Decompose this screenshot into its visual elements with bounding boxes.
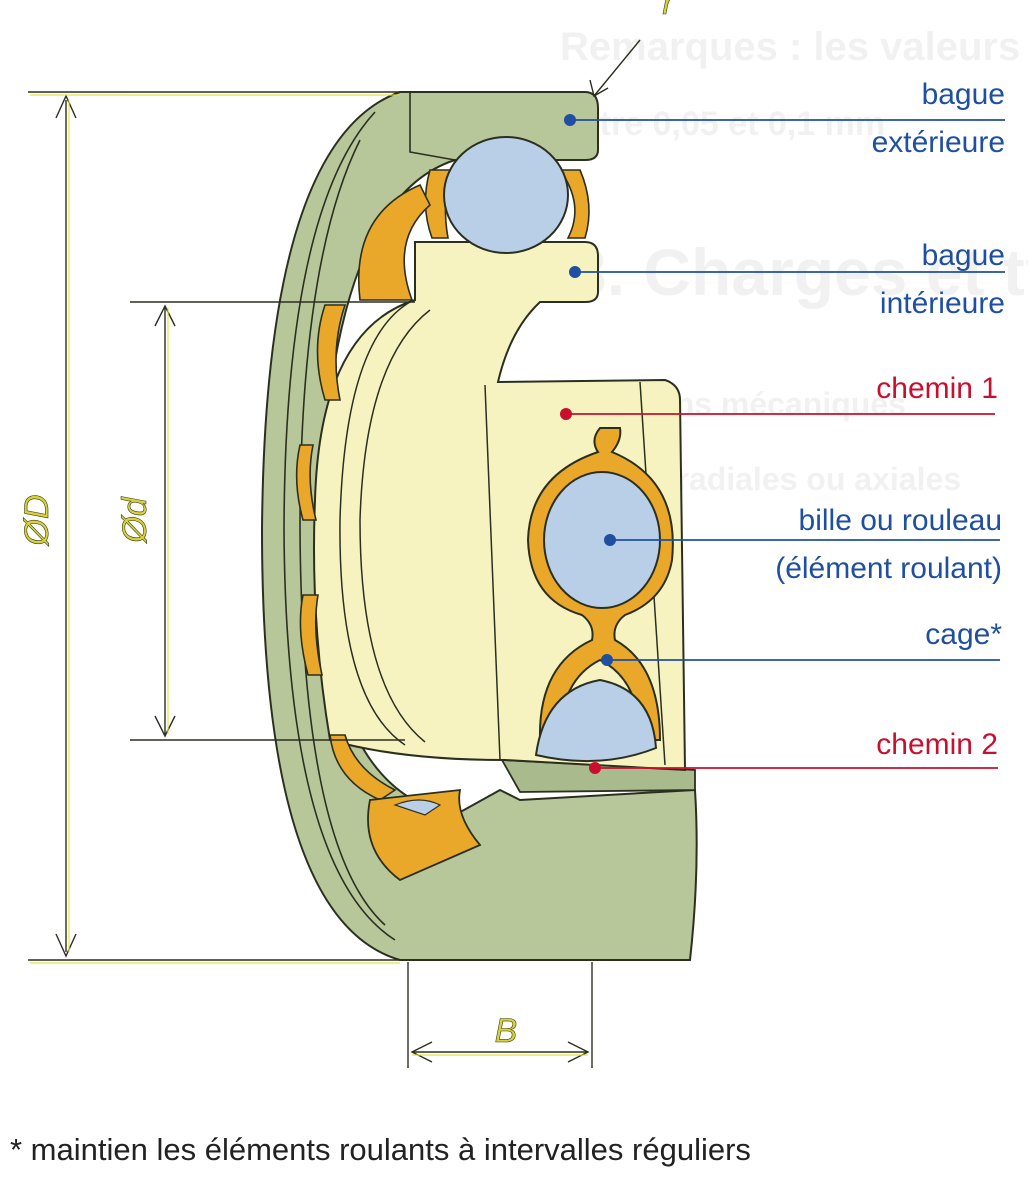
dimension-lines-highlight xyxy=(30,94,588,1056)
component-labels: bague extérieure bague intérieure chemin… xyxy=(775,78,1005,761)
inner-ring-label-line1: bague xyxy=(922,239,1005,272)
footnote: * maintien les éléments roulants à inter… xyxy=(10,1132,751,1167)
inner-diameter-label: Ød xyxy=(116,496,154,543)
rolling-element-label-line2: (élément roulant) xyxy=(775,552,1002,585)
dimension-lines xyxy=(28,39,641,1068)
inner-ring-label-line2: intérieure xyxy=(880,287,1005,320)
svg-text:entre 0,05 et 0,1 mm: entre 0,05 et 0,1 mm xyxy=(560,105,885,143)
cage-label: cage* xyxy=(925,618,1002,651)
raceway-2-label: chemin 2 xyxy=(876,728,998,761)
top-marker-label: r xyxy=(662,0,675,22)
rolling-elements xyxy=(393,136,661,816)
leader-lines xyxy=(560,114,1005,774)
outer-diameter-label: ØD xyxy=(18,495,56,547)
outer-ring-label-line2: extérieure xyxy=(872,126,1005,159)
rolling-element-label-line1: bille ou rouleau xyxy=(799,504,1002,537)
width-label: B xyxy=(495,1012,518,1050)
raceway-1-label: chemin 1 xyxy=(876,372,998,405)
outer-ring-label-line1: bague xyxy=(922,78,1005,111)
svg-text:Remarques : les valeurs sont: Remarques : les valeurs sont xyxy=(560,25,1028,69)
